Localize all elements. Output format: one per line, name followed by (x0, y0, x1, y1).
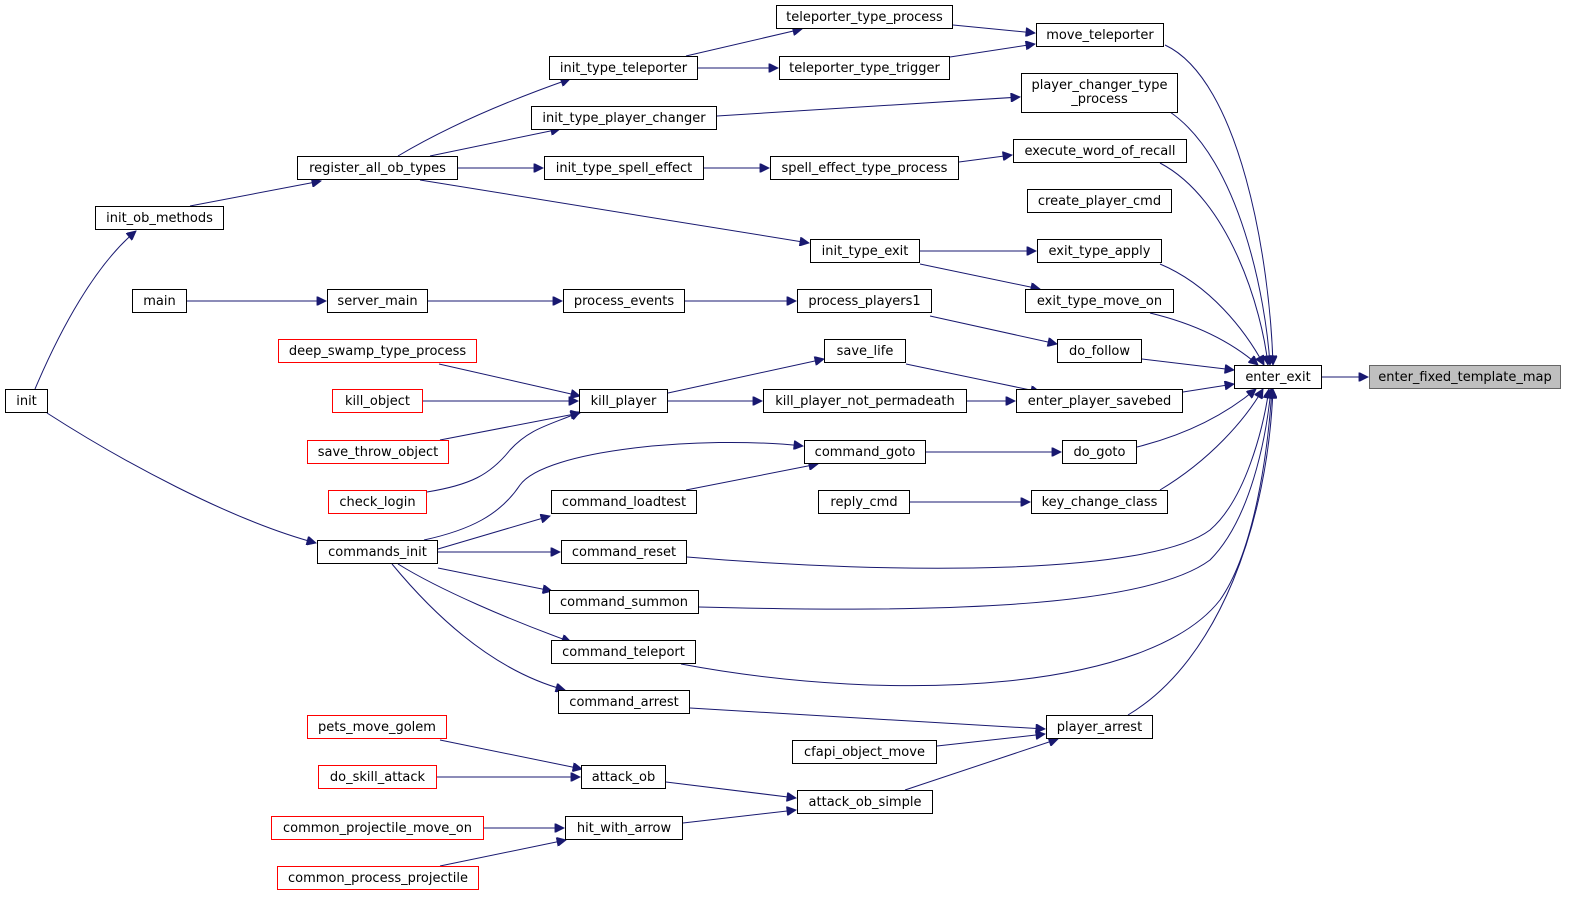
edge-hit-with-arrow-to-attack-simple (682, 810, 796, 824)
node-init[interactable]: init (5, 389, 48, 413)
edge-commands-init-to-command-arrest (391, 563, 565, 690)
node-common-projectile-move-on[interactable]: common_projectile_move_on (271, 816, 484, 840)
edge-player-changer-to-enter-exit (1169, 111, 1270, 365)
edge-exit-move-on-to-enter-exit (1149, 312, 1258, 365)
edge-save-life-to-savebed (905, 363, 1040, 392)
edge-deep-swamp-to-kill-player (438, 363, 580, 396)
edge-teleporter-trigger-to-move-teleporter (949, 44, 1035, 58)
edge-save-throw-to-kill-player (439, 413, 580, 441)
node-move-teleporter[interactable]: move_teleporter (1036, 23, 1164, 47)
node-common-process-projectile[interactable]: common_process_projectile (277, 866, 479, 890)
node-do-skill-attack[interactable]: do_skill_attack (318, 765, 437, 789)
node-register-all-ob-types[interactable]: register_all_ob_types (297, 156, 458, 180)
node-label-line-1: player_changer_type (1031, 78, 1168, 93)
node-deep-swamp-type-process[interactable]: deep_swamp_type_process (278, 339, 477, 363)
edge-exit-apply-to-enter-exit (1159, 263, 1264, 365)
node-save-life[interactable]: save_life (824, 339, 906, 363)
edge-register-to-init-player-changer (429, 129, 560, 157)
node-spell-effect-type-process[interactable]: spell_effect_type_process (770, 156, 959, 180)
edge-pets-golem-to-attack-ob (439, 739, 582, 769)
node-exit-type-apply[interactable]: exit_type_apply (1037, 239, 1162, 263)
edge-move-teleporter-to-enter-exit (1164, 44, 1273, 365)
node-enter-exit[interactable]: enter_exit (1234, 365, 1322, 389)
node-pets-move-golem[interactable]: pets_move_golem (307, 715, 447, 739)
edge-commands-init-to-command-teleport (397, 563, 571, 642)
edge-command-loadtest-to-command-goto (685, 464, 818, 491)
edge-check-login-to-kill-player (426, 412, 580, 493)
node-command-summon[interactable]: command_summon (549, 590, 699, 614)
edge-process-projectile-to-hit-arrow (439, 840, 566, 867)
node-hit-with-arrow[interactable]: hit_with_arrow (565, 816, 683, 840)
node-reply-cmd[interactable]: reply_cmd (818, 490, 910, 514)
edge-do-goto-to-enter-exit (1136, 389, 1256, 448)
node-key-change-class[interactable]: key_change_class (1031, 490, 1168, 514)
edge-kill-player-to-save-life (667, 359, 824, 394)
node-init-type-player-changer[interactable]: init_type_player_changer (531, 106, 717, 130)
node-save-throw-object[interactable]: save_throw_object (307, 440, 449, 464)
edge-register-to-init-type-exit (419, 179, 809, 243)
node-command-reset[interactable]: command_reset (561, 540, 687, 564)
edge-init-to-init-ob-methods (34, 231, 136, 390)
edge-process-players1-to-do-follow (929, 315, 1057, 344)
edge-command-teleport-to-enter-exit (680, 389, 1272, 687)
node-init-type-teleporter[interactable]: init_type_teleporter (549, 56, 698, 80)
node-process-players1[interactable]: process_players1 (797, 289, 932, 313)
edge-player-arrest-to-enter-exit (1127, 389, 1273, 716)
edge-command-summon-to-enter-exit (698, 389, 1271, 610)
node-process-events[interactable]: process_events (563, 289, 685, 313)
node-player-changer-type-process[interactable]: player_changer_type _process (1021, 73, 1178, 113)
node-kill-player-not-permadeath[interactable]: kill_player_not_permadeath (763, 389, 967, 413)
edge-attack-simple-to-player-arrest (904, 739, 1058, 791)
edge-command-arrest-to-player-arrest (689, 707, 1045, 729)
node-label-line-2: _process (1071, 92, 1128, 107)
node-attack-ob-simple[interactable]: attack_ob_simple (797, 790, 933, 814)
edge-commands-init-to-command-goto (423, 442, 803, 541)
edge-init-player-changer-to-player-changer (716, 97, 1020, 117)
node-enter-player-savebed[interactable]: enter_player_savebed (1016, 389, 1183, 413)
node-command-goto[interactable]: command_goto (804, 440, 926, 464)
edge-key-change-class-to-enter-exit (1159, 389, 1263, 491)
edge-savebed-to-enter-exit (1182, 384, 1234, 393)
edge-init-ob-methods-to-register (189, 181, 321, 207)
node-command-arrest[interactable]: command_arrest (558, 690, 690, 714)
edge-teleporter-process-to-move-teleporter (952, 24, 1035, 33)
edge-execute-recall-to-enter-exit (1159, 162, 1268, 365)
node-teleporter-type-trigger[interactable]: teleporter_type_trigger (779, 56, 950, 80)
edge-cfapi-move-to-player-arrest (936, 734, 1045, 747)
edge-commands-init-to-loadtest (437, 516, 550, 550)
edge-init-type-exit-to-exit-move-on (919, 263, 1040, 289)
edge-commands-init-to-command-summon (437, 567, 552, 591)
node-main[interactable]: main (132, 289, 187, 313)
node-exit-type-move-on[interactable]: exit_type_move_on (1025, 289, 1174, 313)
node-check-login[interactable]: check_login (328, 490, 427, 514)
edge-command-reset-to-enter-exit (686, 389, 1269, 569)
edge-spell-effect-process-to-recall (958, 155, 1012, 163)
node-create-player-cmd[interactable]: create_player_cmd (1027, 189, 1172, 213)
edge-init-teleporter-to-teleporter-process (685, 29, 802, 57)
node-teleporter-type-process[interactable]: teleporter_type_process (776, 5, 953, 29)
node-kill-player[interactable]: kill_player (579, 389, 668, 413)
node-server-main[interactable]: server_main (327, 289, 428, 313)
node-do-goto[interactable]: do_goto (1062, 440, 1137, 464)
node-enter-fixed-template-map: enter_fixed_template_map (1369, 365, 1561, 389)
node-init-type-exit[interactable]: init_type_exit (810, 239, 920, 263)
edge-attack-ob-to-attack-simple (665, 781, 796, 798)
node-command-loadtest[interactable]: command_loadtest (551, 490, 697, 514)
node-cfapi-object-move[interactable]: cfapi_object_move (792, 740, 937, 764)
node-execute-word-of-recall[interactable]: execute_word_of_recall (1013, 139, 1187, 163)
node-init-type-spell-effect[interactable]: init_type_spell_effect (544, 156, 704, 180)
node-init-ob-methods[interactable]: init_ob_methods (95, 206, 224, 230)
node-player-arrest[interactable]: player_arrest (1046, 715, 1153, 739)
node-do-follow[interactable]: do_follow (1057, 339, 1142, 363)
node-commands-init[interactable]: commands_init (317, 540, 438, 564)
edge-register-to-init-teleporter (397, 79, 570, 157)
node-kill-object[interactable]: kill_object (332, 389, 423, 413)
node-command-teleport[interactable]: command_teleport (551, 640, 696, 664)
node-attack-ob[interactable]: attack_ob (581, 765, 666, 789)
edge-init-to-commands-init (46, 412, 316, 543)
edge-do-follow-to-enter-exit (1141, 358, 1234, 370)
